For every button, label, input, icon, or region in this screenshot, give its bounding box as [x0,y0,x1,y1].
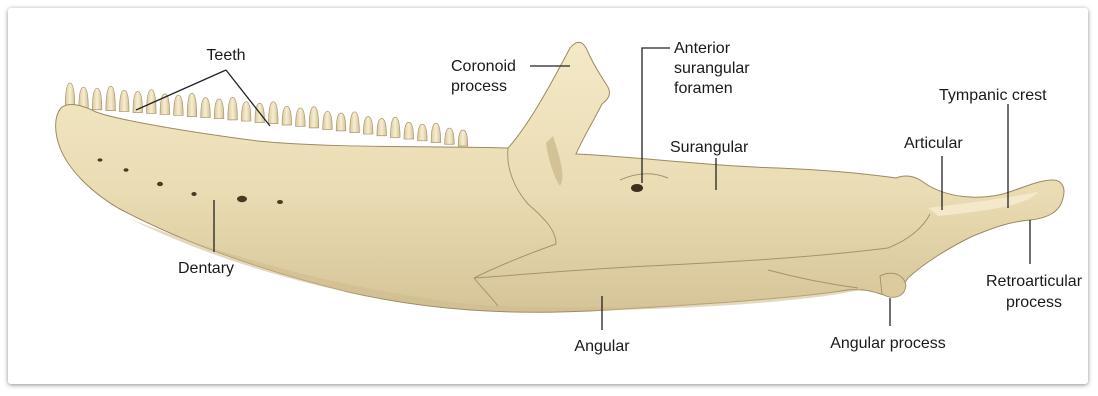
label-coronoid-line2: process [451,78,507,95]
tooth [296,108,306,126]
label-retroarticular-line2: process [1006,294,1062,311]
figure-frame: Teeth Coronoid process Anterior surangul… [8,8,1088,384]
tooth [445,128,455,144]
label-foramen-line1: Anterior [674,40,731,57]
tooth [377,118,387,135]
label-articular: Articular [904,135,963,152]
tooth [350,112,360,133]
tooth [336,113,346,131]
tooth [269,102,279,124]
tooth [309,107,319,128]
label-angular: Angular [574,338,630,355]
tooth [431,123,441,142]
tooth [174,95,184,115]
label-foramen-line3: foramen [674,80,733,97]
label-tympanic-crest: Tympanic crest [939,87,1047,104]
label-angular-process: Angular process [830,335,946,352]
tooth [458,130,468,146]
label-retroarticular-line1: Retroarticular [986,273,1083,290]
label-foramen-line2: surangular [674,60,750,77]
tooth [363,117,373,134]
tooth [119,90,129,111]
tooth [187,93,197,116]
tooth [404,122,414,139]
label-surangular: Surangular [670,139,749,156]
tooth [282,106,292,125]
label-teeth: Teeth [206,47,245,64]
tooth [92,88,102,110]
tooth [214,99,224,119]
surangular-foramen [631,184,643,192]
tooth [201,98,211,118]
tooth [323,111,333,129]
tooth [241,102,251,121]
label-dentary: Dentary [178,260,234,277]
mandible-diagram: Teeth Coronoid process Anterior surangul… [8,8,1088,384]
tooth [390,117,400,137]
tooth [106,86,116,110]
tooth [228,97,238,120]
tooth [418,124,428,141]
label-coronoid-line1: Coronoid [451,58,516,75]
